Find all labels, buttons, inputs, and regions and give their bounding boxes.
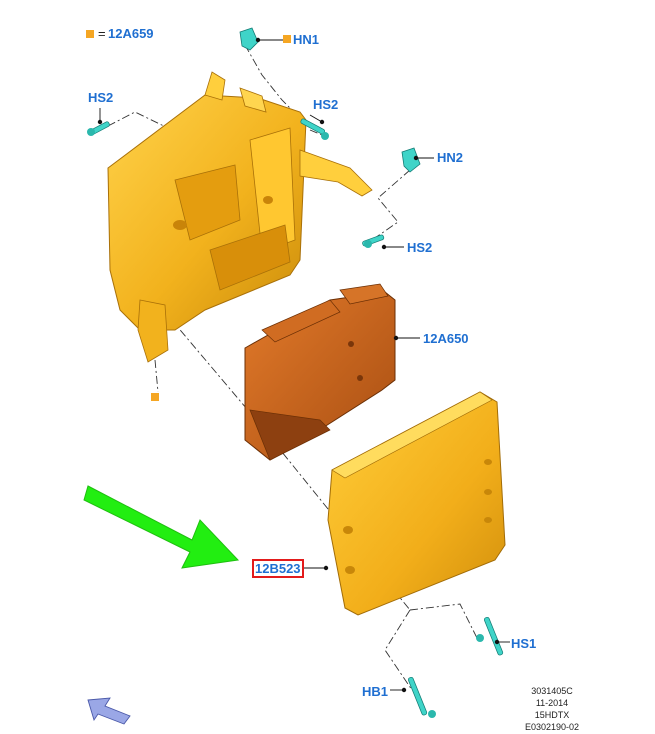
stud-hs2-mid	[300, 118, 329, 140]
bolt-hb1	[407, 676, 436, 718]
callout-hn1: HN1	[293, 32, 320, 47]
nut-hn2	[401, 147, 421, 173]
hn1-marker-icon	[283, 35, 291, 43]
ref-line-3: 15HDTX	[534, 710, 570, 720]
stud-hs2-left	[87, 121, 110, 136]
pointer-arrow-icon	[83, 485, 240, 569]
bolt-hs1	[476, 616, 504, 656]
view-direction-icon	[87, 697, 131, 725]
bracket-marker-icon	[151, 393, 159, 401]
callout-hs2-mid: HS2	[313, 97, 339, 112]
control-module	[244, 283, 396, 461]
bracket-housing	[107, 71, 373, 363]
callout-hb1: HB1	[362, 684, 389, 699]
callout-module: 12A650	[423, 331, 469, 346]
ref-line-4: E0302190-02	[524, 722, 580, 732]
ref-line-2: 11-2014	[535, 698, 569, 708]
ref-line-1: 3031405C	[531, 686, 573, 696]
callout-hs2-right: HS2	[407, 240, 433, 255]
legend-code: 12A659	[108, 26, 154, 41]
callout-hs2-left: HS2	[88, 90, 114, 105]
nut-hn1	[239, 27, 259, 51]
callout-hs1: HS1	[511, 636, 537, 651]
callout-hn2: HN2	[437, 150, 464, 165]
stud-hs2-right	[362, 234, 385, 248]
callout-cover-highlighted: 12B523	[252, 559, 304, 578]
leader-dots	[97, 37, 500, 693]
legend-marker-icon	[86, 30, 94, 38]
module-cover	[327, 391, 506, 616]
legend-equals: =	[98, 26, 106, 41]
